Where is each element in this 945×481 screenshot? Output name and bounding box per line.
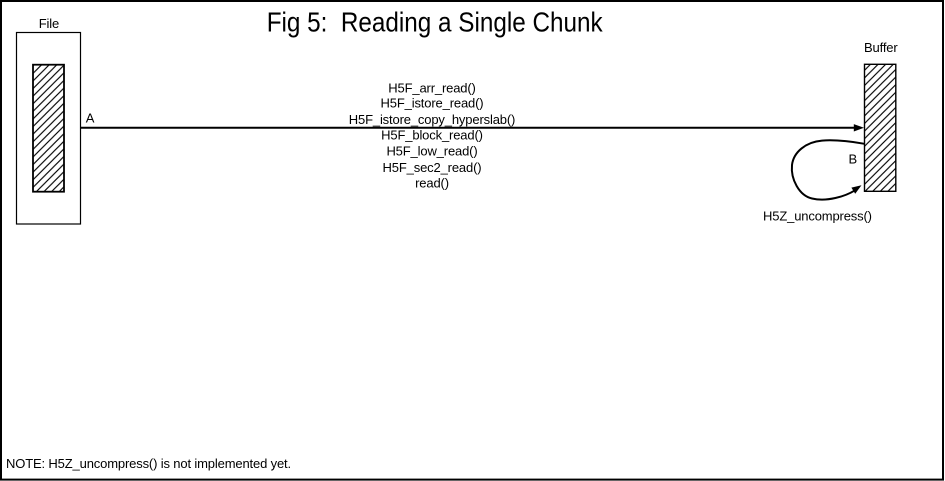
svg-text:Buffer: Buffer bbox=[864, 40, 898, 55]
svg-text:H5F_block_read(): H5F_block_read() bbox=[381, 127, 483, 142]
svg-text:H5F_istore_copy_hyperslab(): H5F_istore_copy_hyperslab() bbox=[349, 112, 515, 127]
svg-text:H5Z_uncompress(): H5Z_uncompress() bbox=[763, 209, 872, 224]
svg-text:read(): read() bbox=[415, 176, 449, 191]
svg-text:Fig 5: Reading a Single Chunk: Fig 5: Reading a Single Chunk bbox=[267, 7, 604, 38]
svg-text:H5F_istore_read(): H5F_istore_read() bbox=[381, 95, 484, 110]
svg-text:B: B bbox=[849, 152, 858, 167]
svg-text:H5F_sec2_read(): H5F_sec2_read() bbox=[383, 160, 482, 175]
svg-text:File: File bbox=[39, 16, 59, 31]
svg-text:H5F_arr_read(): H5F_arr_read() bbox=[388, 81, 476, 96]
svg-text:A: A bbox=[86, 110, 95, 125]
svg-text:H5F_low_read(): H5F_low_read() bbox=[386, 143, 477, 158]
svg-text:NOTE: H5Z_uncompress() is not: NOTE: H5Z_uncompress() is not implemente… bbox=[6, 456, 291, 471]
